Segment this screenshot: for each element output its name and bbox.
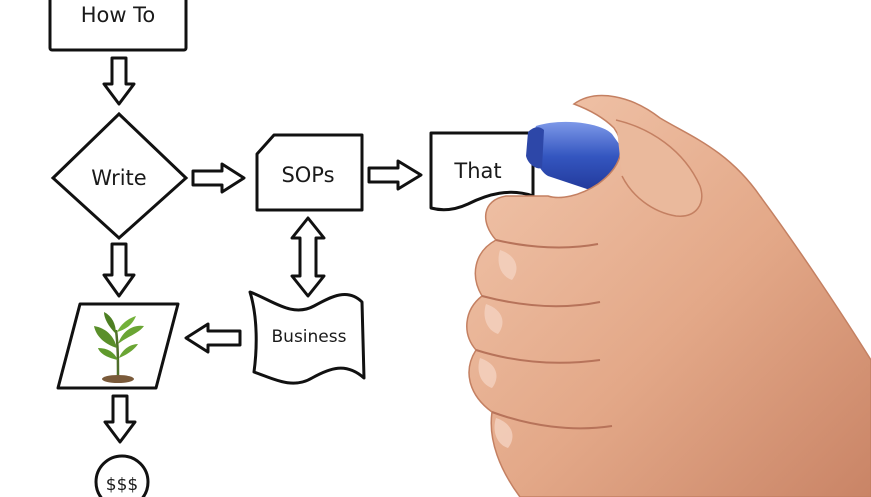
arrow-write-to-plant — [102, 242, 136, 298]
arrow-business-to-plant — [184, 322, 242, 354]
node-sops: SOPs — [255, 133, 364, 212]
plant-sprout-icon — [94, 312, 144, 383]
node-money: $$$ — [94, 454, 150, 497]
node-business: Business — [248, 290, 366, 385]
arrow-how-to-to-write — [102, 56, 136, 106]
sops-label: SOPs — [281, 163, 334, 187]
business-label: Business — [272, 327, 347, 347]
arrow-sops-business — [290, 216, 326, 298]
hand-with-marker-image — [466, 94, 871, 497]
arrow-plant-to-money — [103, 394, 137, 444]
write-label: Write — [91, 166, 146, 190]
node-how-to: How To — [48, 0, 188, 52]
how-to-label: How To — [81, 3, 156, 27]
node-growth-input — [56, 302, 180, 390]
arrow-sops-to-that — [367, 159, 423, 191]
money-label: $$$ — [106, 475, 138, 495]
that-label: That — [453, 159, 501, 183]
arrow-write-to-sops — [191, 162, 246, 194]
node-that: That — [429, 131, 535, 212]
node-write-decision: Write — [50, 111, 189, 241]
